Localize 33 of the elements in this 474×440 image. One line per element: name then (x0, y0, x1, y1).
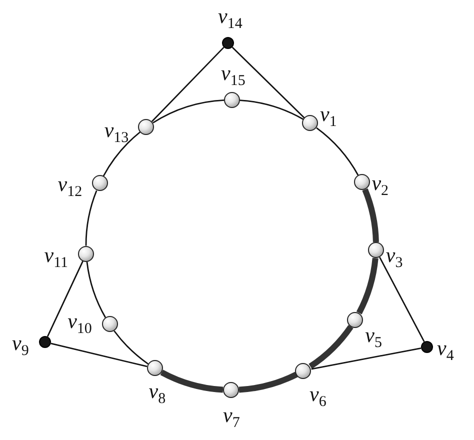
vertex-label: v$_{14}$ (218, 5, 242, 27)
vertex-label: v$_{8}$ (148, 380, 166, 402)
vertex-label: v$_{7}$ (223, 404, 240, 426)
edge-line (316, 127, 359, 176)
vertex-label: v$_{15}$ (221, 62, 246, 84)
edge-line (152, 99, 224, 124)
edge-line (379, 256, 425, 342)
edge-line (232, 46, 305, 118)
thick-edge (308, 324, 354, 369)
thick-edge (362, 188, 379, 242)
edge-line (50, 342, 148, 368)
vertex-label: v$_{4}$ (437, 337, 454, 359)
vertex-label: v$_{9}$ (12, 332, 29, 354)
edge-line (86, 262, 106, 318)
thick-edge (356, 258, 378, 314)
edge-line (240, 100, 304, 120)
vertex-label: v$_{1}$ (320, 103, 337, 126)
vertex-label: v$_{3}$ (386, 244, 403, 266)
vertex-label: v$_{11}$ (44, 244, 68, 266)
thick-edge (160, 370, 224, 393)
edge-line (46, 260, 84, 337)
vertex-label: v$_{2}$ (372, 172, 389, 194)
vertex-label: v$_{10}$ (68, 310, 92, 332)
edge-line (311, 347, 422, 370)
edge-line (151, 46, 224, 122)
vertex-label: v$_{12}$ (58, 173, 82, 196)
thick-edge (238, 372, 298, 393)
vertex-label: v$_{13}$ (104, 119, 129, 142)
edge-line (114, 330, 149, 365)
edge-line (102, 132, 140, 177)
vertex-label: v$_{5}$ (365, 324, 382, 346)
edge-line (85, 190, 98, 246)
vertex-label: v$_{6}$ (309, 382, 326, 405)
